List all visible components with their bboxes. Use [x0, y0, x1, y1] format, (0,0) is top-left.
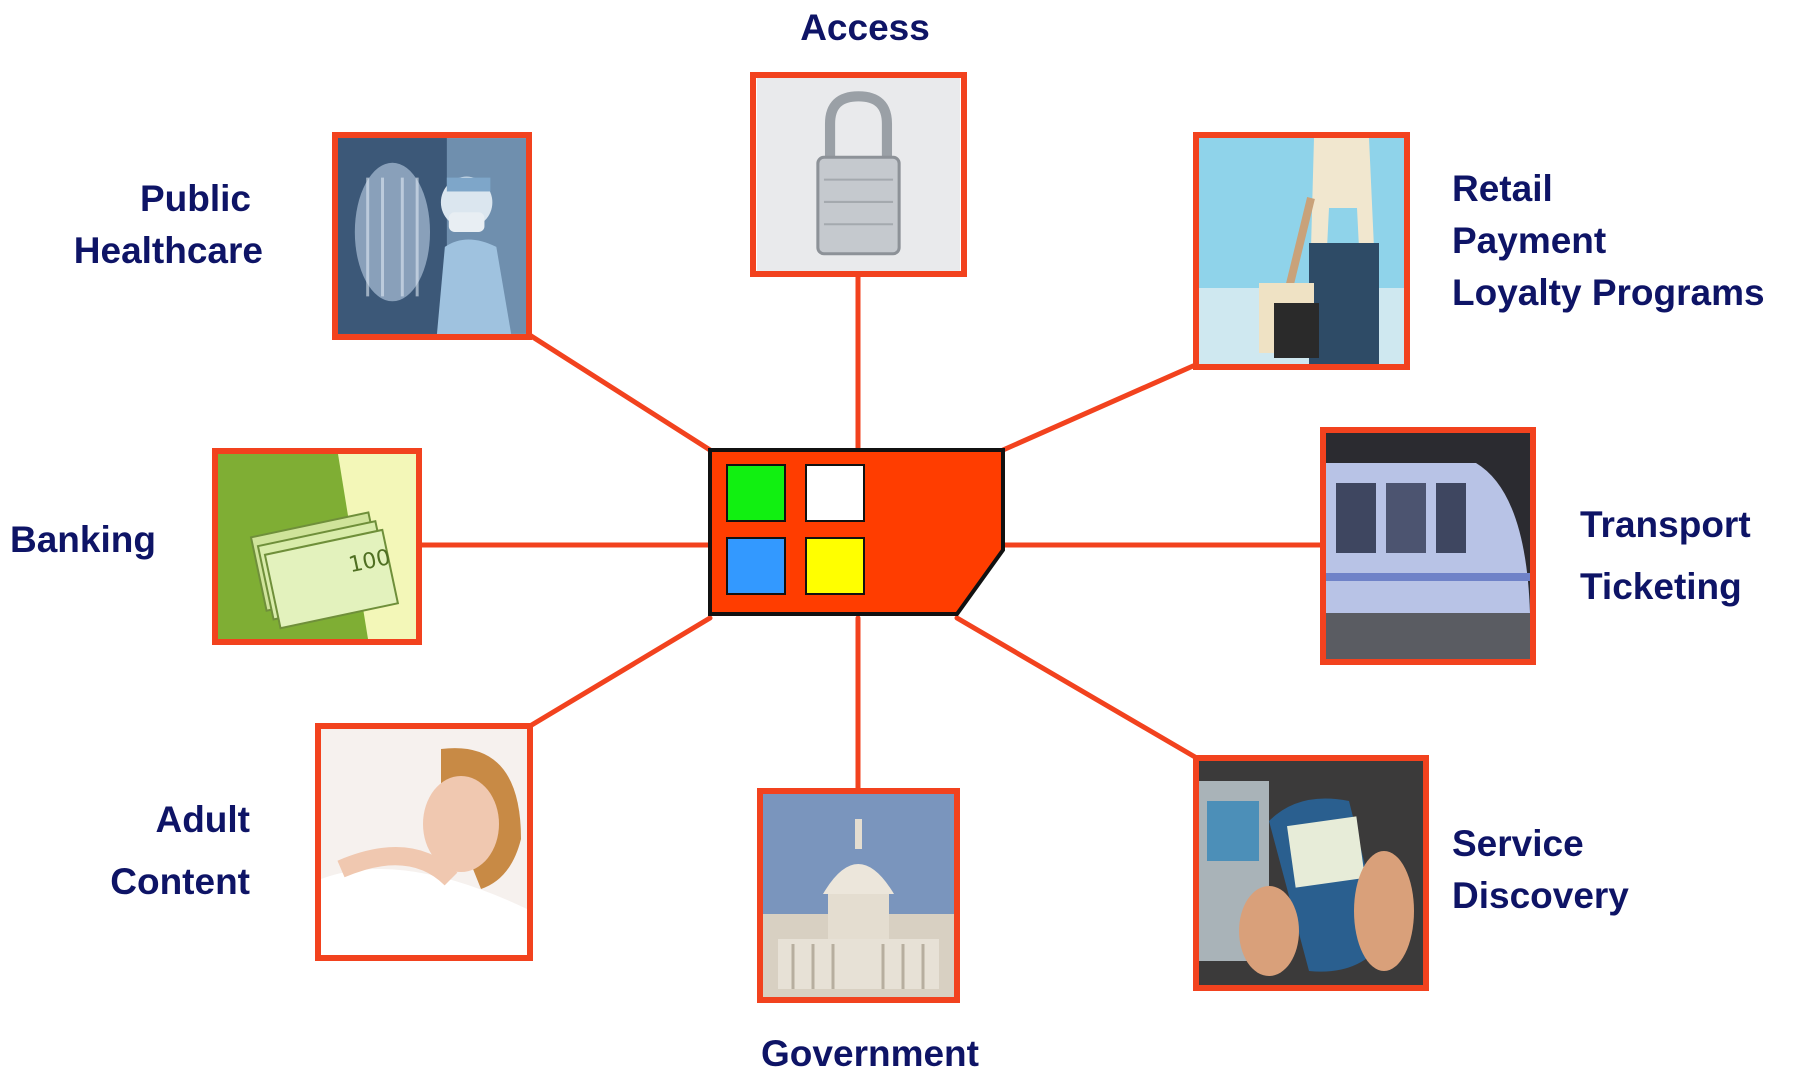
label-line: Transport	[1580, 504, 1751, 545]
connector-healthcare	[525, 331, 713, 453]
xray-doctor-icon	[338, 138, 526, 334]
label-line: Access	[800, 7, 930, 48]
label-line: Adult	[155, 799, 250, 840]
label-line: Payment	[1452, 220, 1607, 261]
frame-healthcare	[332, 132, 532, 340]
app-tile-white	[805, 464, 865, 522]
portrait-icon	[321, 729, 527, 955]
frame-transport	[1320, 427, 1536, 665]
app-tile-blue	[726, 537, 786, 595]
frame-government	[757, 788, 960, 1003]
nfc-phone-icon	[1199, 761, 1423, 985]
app-tile-yellow	[805, 537, 865, 595]
label-line: Service	[1452, 823, 1584, 864]
label-line: Government	[761, 1033, 979, 1074]
label-retail: Retail Payment Loyalty Programs	[1452, 163, 1792, 319]
train-icon	[1326, 433, 1530, 659]
label-line: Public	[139, 178, 251, 219]
frame-access	[750, 72, 967, 277]
label-service: Service Discovery	[1452, 818, 1712, 922]
label-line: Retail	[1452, 168, 1553, 209]
label-line: Healthcare	[73, 230, 263, 271]
frame-retail	[1193, 132, 1410, 370]
label-government: Government	[720, 1028, 1020, 1080]
label-access: Access	[770, 2, 960, 54]
capitol-building-icon	[763, 794, 954, 997]
label-adult: Adult Content	[60, 789, 250, 913]
label-healthcare: Public Healthcare	[20, 173, 263, 277]
app-tile-green	[726, 464, 786, 522]
label-banking: Banking	[10, 514, 190, 566]
frame-adult	[315, 723, 533, 961]
connector-service	[954, 615, 1198, 760]
label-line: Ticketing	[1580, 566, 1742, 607]
connector-adult	[527, 615, 713, 729]
label-line: Content	[110, 861, 250, 902]
euro-banknotes-icon: 100	[218, 454, 416, 639]
padlock-icon	[756, 78, 961, 271]
frame-banking: 100	[212, 448, 422, 645]
label-line: Banking	[10, 519, 156, 560]
label-line: Discovery	[1452, 875, 1629, 916]
label-transport: Transport Ticketing	[1580, 494, 1810, 618]
shopper-icon	[1199, 138, 1404, 364]
label-line: Loyalty Programs	[1452, 272, 1765, 313]
frame-service	[1193, 755, 1429, 991]
connector-retail	[1000, 363, 1196, 453]
